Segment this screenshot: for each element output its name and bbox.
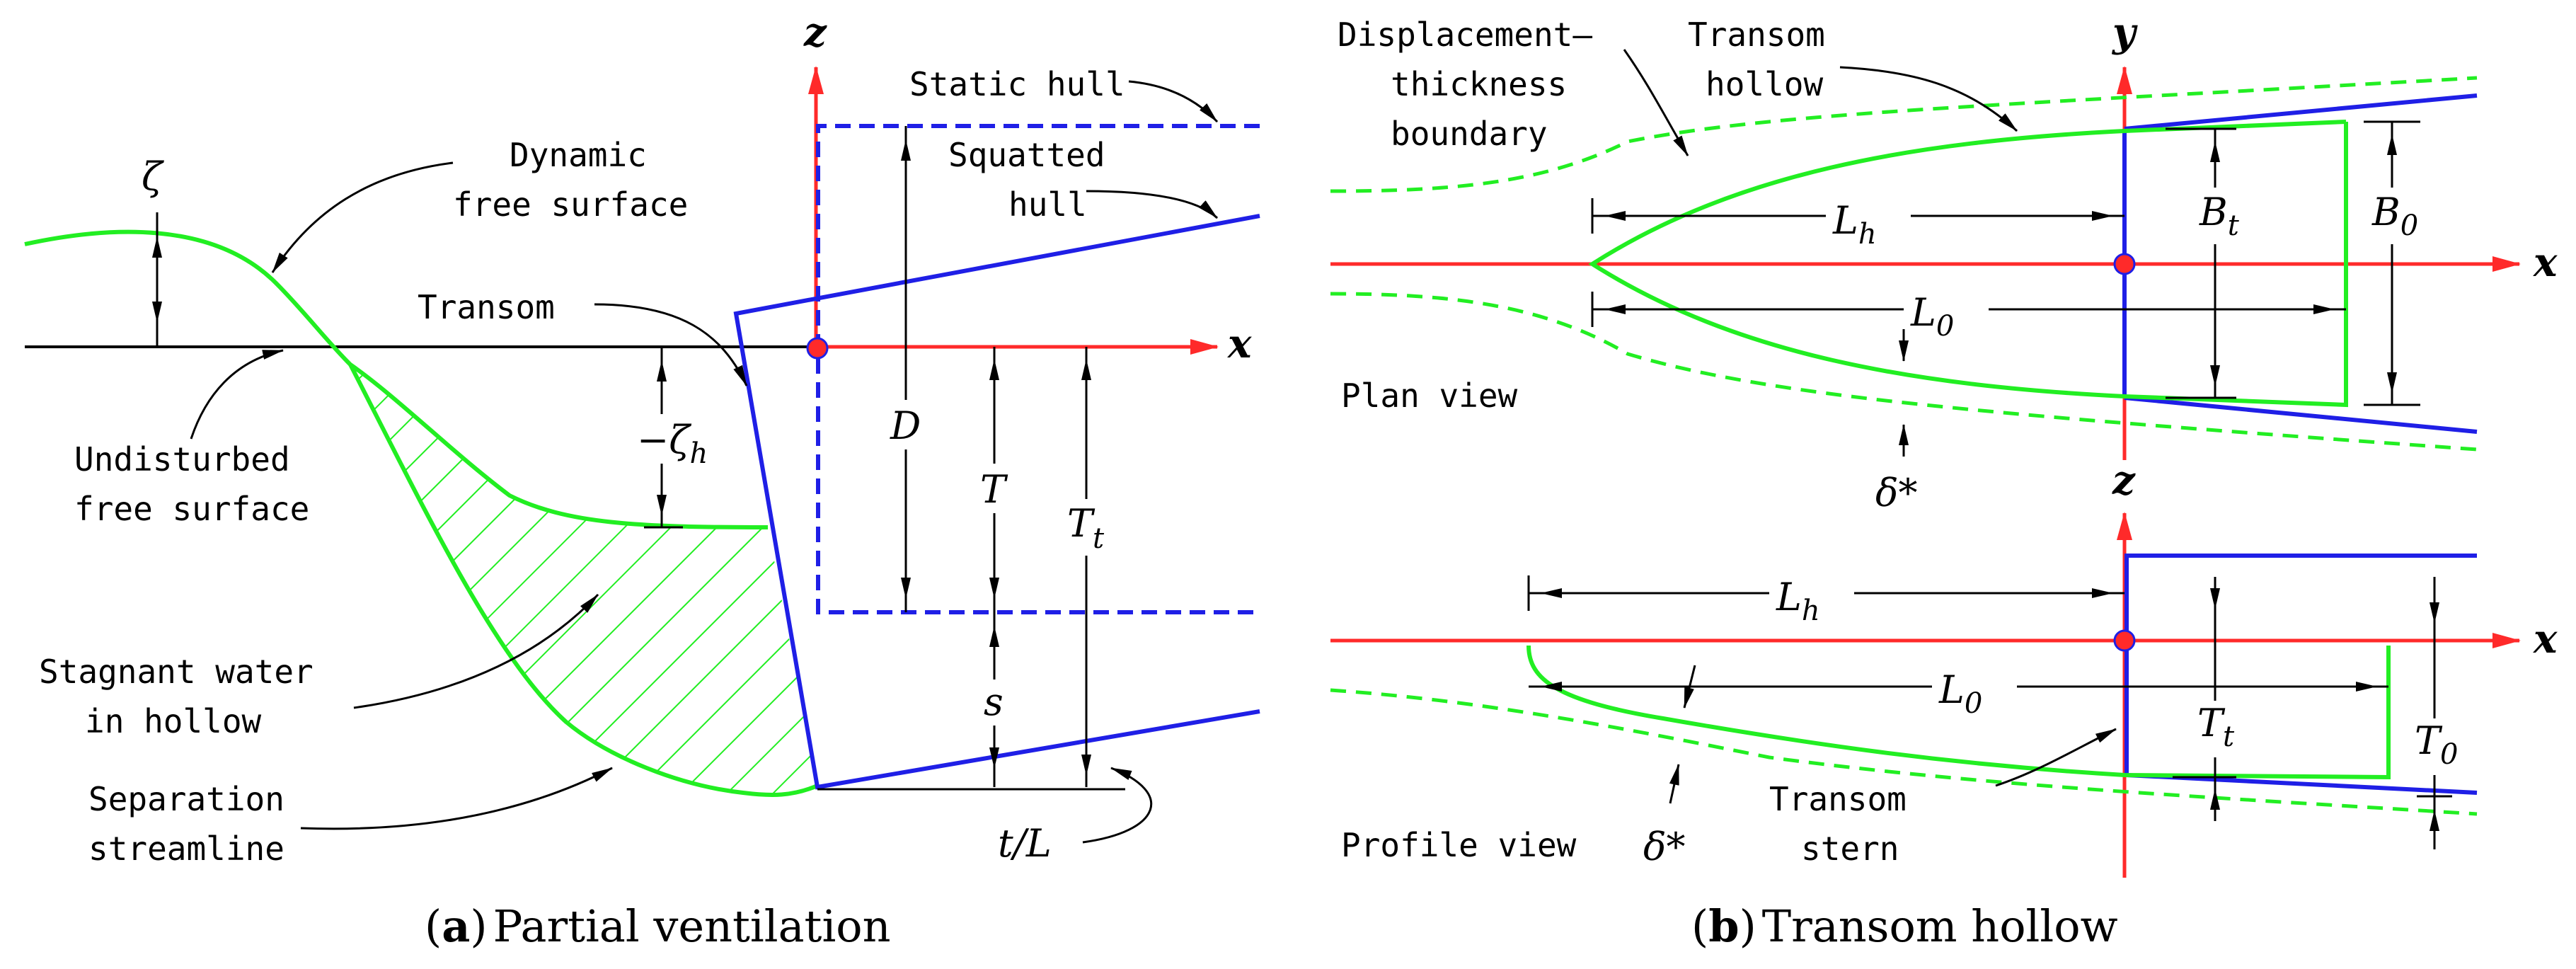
static-hull-leader xyxy=(1128,80,1219,123)
static-hull xyxy=(816,124,1260,614)
transom-label: Transom xyxy=(418,288,555,326)
transom-hollow-label-2: hollow xyxy=(1706,65,1823,103)
undisturbed-label-1: Undisturbed xyxy=(74,440,290,478)
separation-label-2: streamline xyxy=(88,830,284,868)
L0-profile-label-bg xyxy=(1932,665,2017,715)
delta-plan-symbol: δ* xyxy=(1875,471,1918,515)
transom-leader xyxy=(594,303,748,386)
stagnant-leader xyxy=(353,593,599,709)
transom-hollow-label-1: Transom xyxy=(1688,16,1825,54)
panel-a: x z ζ −ζh D T xyxy=(24,9,1260,952)
transom-stern-leader xyxy=(1995,728,2117,787)
transom-hollow-leader xyxy=(1839,66,2018,132)
panel-b-profile: x z Lh L0 Tt xyxy=(1330,457,2558,952)
caption-a: (a)Partial ventilation xyxy=(425,900,891,952)
squatted-hull-label-2: hull xyxy=(1008,185,1087,224)
Tt-profile-label-bg xyxy=(2190,701,2254,757)
hull-profile xyxy=(2124,554,2478,795)
separation-label-1: Separation xyxy=(88,780,284,818)
displacement-upper xyxy=(1330,76,2478,193)
hull-plan-upper xyxy=(2124,93,2478,131)
stagnant-water-region xyxy=(350,365,817,795)
separation-streamline xyxy=(348,363,819,797)
T0-profile-symbol: T0 xyxy=(2415,718,2458,771)
s-label-bg xyxy=(980,680,1008,726)
panel-b-plan: x y Lh L0 Bt xyxy=(1330,9,2558,515)
B0-label-bg xyxy=(2371,188,2434,244)
Lh-plan-label-bg xyxy=(1826,195,1911,244)
s-symbol: s xyxy=(984,680,1004,724)
L0-plan-symbol: L0 xyxy=(1910,290,1954,343)
hull-plan-lower xyxy=(2124,396,2478,434)
T-symbol: T xyxy=(980,467,1008,512)
undisturbed-label-2: free surface xyxy=(74,490,309,528)
L0-plan-label-bg xyxy=(1904,287,1989,336)
Tt-label-bg xyxy=(1065,499,1122,556)
z-axis-profile-label: z xyxy=(2112,457,2136,504)
Bt-label-bg xyxy=(2197,188,2254,244)
D-symbol: D xyxy=(890,403,921,448)
x-axis-a-label: x xyxy=(1227,321,1252,367)
stagnant-label-1: Stagnant water xyxy=(39,653,314,691)
displacement-label-1: Displacement— xyxy=(1338,16,1592,54)
x-axis-plan-label: x xyxy=(2533,239,2558,286)
squatted-hull-leader xyxy=(1086,190,1219,219)
undisturbed-leader xyxy=(190,349,284,440)
L0-profile-symbol: L0 xyxy=(1938,667,1982,720)
Tt-profile-symbol: Tt xyxy=(2197,701,2235,753)
D-label-bg xyxy=(888,400,924,449)
static-hull-label: Static hull xyxy=(909,65,1125,103)
tL-leader xyxy=(1082,767,1153,844)
neg-zeta-h-symbol: −ζh xyxy=(637,418,708,470)
displacement-lower xyxy=(1330,292,2478,452)
delta-profile-arrow-down xyxy=(1683,665,1696,709)
displacement-profile xyxy=(1330,688,2478,816)
origin-dot-plan xyxy=(2113,253,2136,275)
Lh-profile-label-bg xyxy=(1769,572,1854,621)
profile-view-label: Profile view xyxy=(1341,826,1577,864)
squatted-hull-label-1: Squatted xyxy=(948,136,1105,174)
origin-dot-a xyxy=(806,337,829,360)
origin-dot-profile xyxy=(2113,629,2136,652)
stagnant-label-2: in hollow xyxy=(85,702,262,740)
separation-leader xyxy=(300,767,613,830)
z-axis-a-label: z xyxy=(803,9,827,56)
dynamic-free-surface xyxy=(24,229,769,529)
caption-b: (b)Transom hollow xyxy=(1691,900,2118,952)
Lh-profile-symbol: Lh xyxy=(1776,575,1820,627)
delta-profile-arrow-up xyxy=(1669,764,1680,804)
squatted-hull xyxy=(733,214,1260,790)
dynamic-fs-label-1: Dynamic xyxy=(510,136,647,174)
displacement-leader xyxy=(1623,49,1689,156)
x-axis-profile-label: x xyxy=(2533,616,2558,663)
displacement-label-2: thickness xyxy=(1391,65,1567,103)
B0-symbol: B0 xyxy=(2371,190,2418,242)
zeta-h-label-bg xyxy=(633,414,711,464)
dynamic-fs-label-2: free surface xyxy=(453,185,688,224)
transom-stern-label-1: Transom xyxy=(1769,780,1907,818)
Tt-symbol: Tt xyxy=(1067,501,1105,555)
Bt-symbol: Bt xyxy=(2199,190,2240,242)
tL-symbol: t/L xyxy=(998,821,1052,866)
displacement-label-3: boundary xyxy=(1391,115,1548,153)
dynamic-fs-leader xyxy=(271,161,454,273)
y-axis-plan-label: y xyxy=(2111,9,2138,56)
hollow-plan-outline xyxy=(1588,120,2348,408)
plan-view-label: Plan view xyxy=(1341,377,1518,415)
delta-profile-symbol: δ* xyxy=(1643,825,1686,869)
T-label-bg xyxy=(979,464,1014,513)
zeta-symbol: ζ xyxy=(142,154,164,199)
Lh-plan-symbol: Lh xyxy=(1832,198,1877,251)
T0-profile-label-bg xyxy=(2410,718,2473,775)
transom-stern-label-2: stern xyxy=(1801,830,1899,868)
